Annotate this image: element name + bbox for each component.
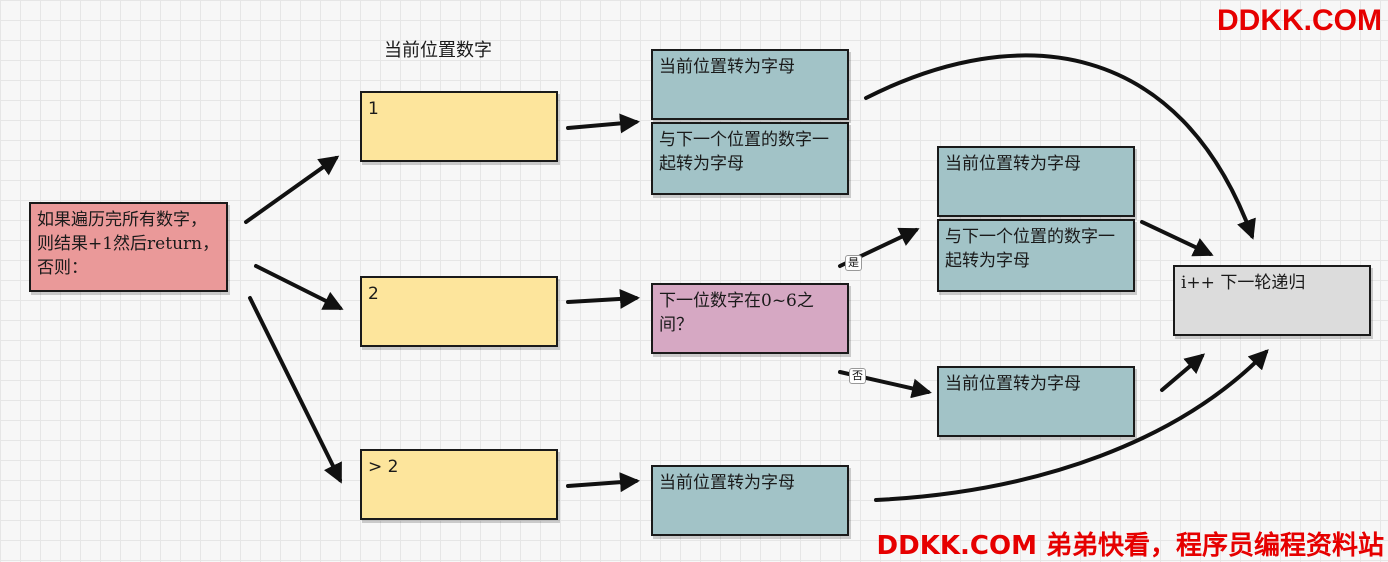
arrow-gt2-to-next (874, 349, 1269, 502)
digit-gt2-node: > 2 (360, 449, 558, 520)
column-header-label: 当前位置数字 (384, 40, 492, 61)
edge-label-yes: 是 (845, 255, 862, 271)
d2-decision-node: 下一位数字在0~6之间？ (651, 283, 849, 354)
arrow-start-to-gt2 (248, 296, 342, 484)
watermark-top: DDKK.COM (1217, 4, 1382, 37)
digit-2-node: 2 (360, 276, 558, 347)
next-recursion-node: i++ 下一轮递归 (1173, 265, 1371, 336)
arrow-start-to-1 (244, 155, 340, 224)
d1-pair-node: 与下一个位置的数字一起转为字母 (651, 122, 849, 195)
arrow-no-to-next (1160, 353, 1206, 392)
gt2-single-node: 当前位置转为字母 (651, 465, 849, 536)
no-single-node: 当前位置转为字母 (937, 366, 1135, 437)
d1-single-node: 当前位置转为字母 (651, 49, 849, 120)
arrow-d1-to-next (864, 53, 1256, 240)
watermark-bottom: DDKK.COM 弟弟快看，程序员编程资料站 (876, 531, 1384, 561)
arrow-gt2-to-single (566, 472, 640, 493)
edge-label-no: 否 (849, 368, 866, 384)
start-node: 如果遍历完所有数字，则结果+1然后return，否则： (29, 202, 228, 292)
yes-pair-node: 与下一个位置的数字一起转为字母 (937, 219, 1135, 292)
arrow-2-to-decision (566, 288, 640, 309)
arrow-yes-pair-to-next (1140, 220, 1214, 257)
arrow-1-to-options (566, 113, 640, 134)
digit-1-node: 1 (360, 91, 558, 162)
yes-single-node: 当前位置转为字母 (937, 146, 1135, 217)
arrow-start-to-2 (254, 264, 344, 310)
